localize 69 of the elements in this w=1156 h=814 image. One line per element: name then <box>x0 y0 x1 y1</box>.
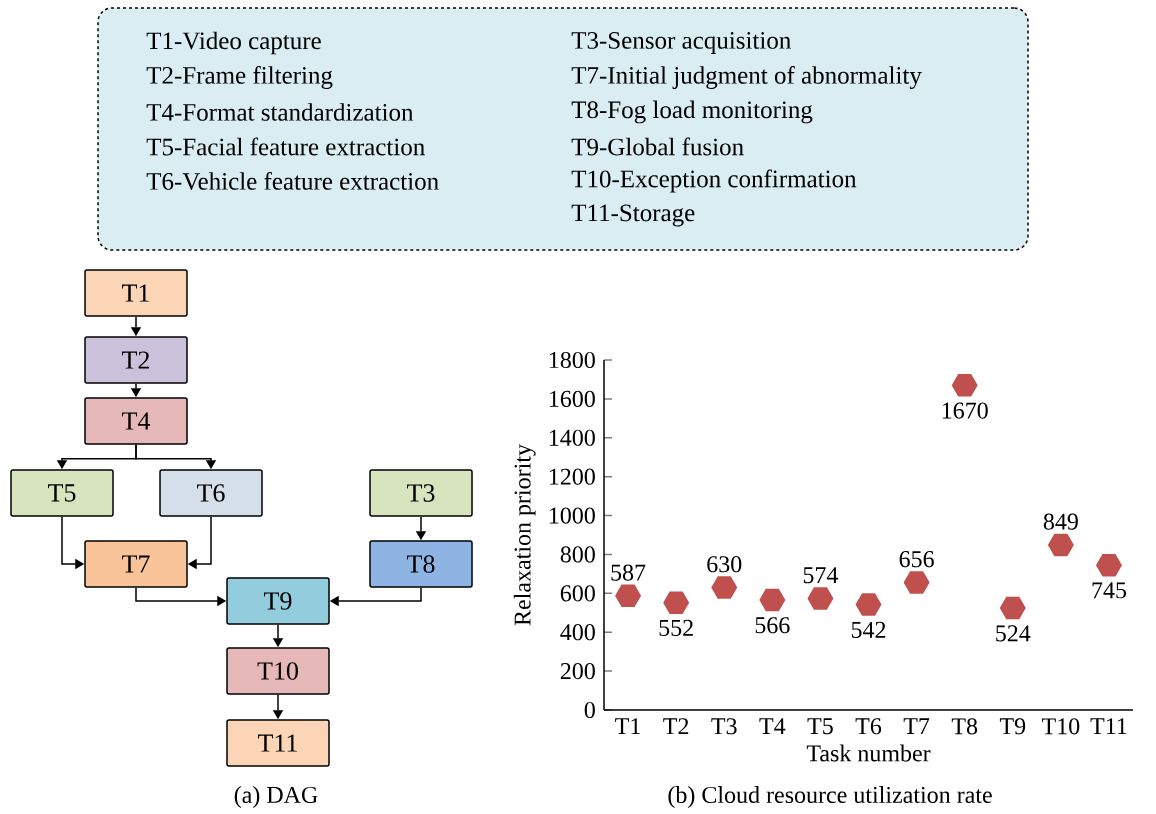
point <box>663 591 690 614</box>
data-label: 630 <box>707 556 742 573</box>
key-entry: T7-Initial judgment of abnormality <box>571 66 922 89</box>
data-label: 552 <box>659 619 693 636</box>
data-label: 524 <box>996 625 1031 642</box>
task-box: T3 <box>369 469 473 517</box>
point <box>1095 553 1122 577</box>
key-entry: T9-Global fusion <box>571 137 744 156</box>
x-tick-label: T7 <box>903 718 930 734</box>
key-entry: T3-Sensor acquisition <box>571 32 791 54</box>
x-tick-label: T8 <box>951 718 978 735</box>
task-box: T4 <box>84 397 188 445</box>
task-box: T5 <box>10 469 114 517</box>
subfigure-caption: (b) Cloud resource utilization rate <box>668 786 992 808</box>
key-entry: T10-Exception confirmation <box>571 169 857 193</box>
key-entry: T11-Storage <box>571 204 695 227</box>
tick-label: 1000 <box>549 507 595 524</box>
task-box: T2 <box>84 336 188 384</box>
tick-label: 200 <box>560 663 595 680</box>
task-box: T9 <box>226 577 330 625</box>
tick-label: 1400 <box>549 429 595 446</box>
x-tick-label: T9 <box>999 718 1026 735</box>
data-label: 1670 <box>942 402 988 419</box>
x-tick-label: T6 <box>855 718 882 735</box>
tick-label: 0 <box>584 701 595 719</box>
x-tick-label: T11 <box>1090 718 1127 735</box>
tick-label: 400 <box>560 624 595 641</box>
data-label: 587 <box>611 564 646 581</box>
key-entry: T4-Format standardization <box>146 103 414 121</box>
point <box>615 584 642 608</box>
key-entry: T5-Facial feature extraction <box>146 137 425 156</box>
key-entry: T1-Video capture <box>146 31 321 55</box>
data-label: 566 <box>755 617 790 634</box>
x-tick-label: T5 <box>807 718 833 735</box>
task-box: T11 <box>226 719 330 767</box>
data-label: 849 <box>1043 513 1078 530</box>
x-tick-label: T3 <box>711 718 737 735</box>
x-tick-label: T1 <box>615 718 640 735</box>
key-entry: T2-Frame filtering <box>146 66 333 89</box>
key-entry: T8-Fog load monitoring <box>571 100 813 124</box>
y-axis-title: Relaxation priority <box>513 444 536 626</box>
tick-label: 1200 <box>549 468 595 485</box>
point <box>951 374 978 397</box>
data-label: 574 <box>803 567 839 584</box>
task-box: T6 <box>159 469 263 517</box>
point <box>807 587 834 610</box>
data-label: 656 <box>899 551 934 568</box>
x-axis-title: Task number <box>806 744 931 762</box>
key-entry: T6-Vehicle feature extraction <box>146 172 439 190</box>
data-label: 745 <box>1092 582 1127 599</box>
task-box: T10 <box>226 647 330 695</box>
point <box>711 576 738 599</box>
tick-label: 1600 <box>549 390 595 407</box>
tick-label: 800 <box>560 546 595 563</box>
task-box: T1 <box>84 269 188 317</box>
key-panel <box>97 7 1029 251</box>
tick-label: 1800 <box>549 351 595 369</box>
point <box>759 588 786 612</box>
task-box: T7 <box>84 540 188 588</box>
x-tick-label: T4 <box>759 718 786 734</box>
point <box>855 593 882 616</box>
x-tick-label: T10 <box>1041 718 1080 735</box>
task-box: T8 <box>369 540 473 588</box>
tick-label: 600 <box>560 585 595 602</box>
x-tick-label: T2 <box>663 718 689 735</box>
point <box>903 571 930 594</box>
data-label: 542 <box>851 621 886 638</box>
point <box>1047 533 1074 557</box>
point <box>999 596 1026 620</box>
